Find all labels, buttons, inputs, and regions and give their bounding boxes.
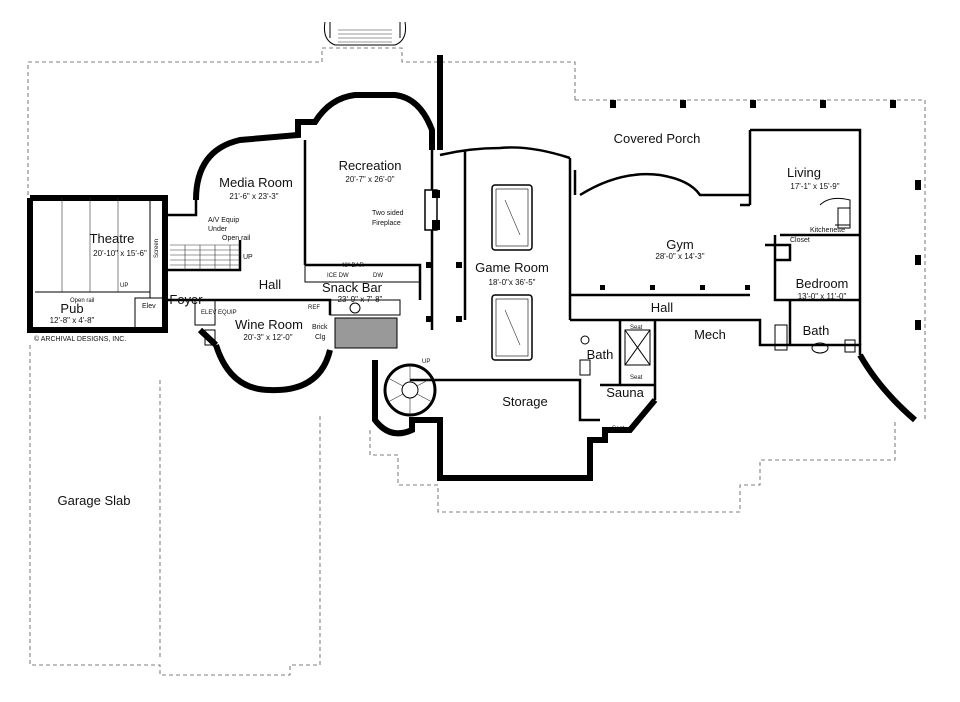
room-recreation: Recreation	[339, 158, 402, 173]
pool-table-1	[491, 184, 533, 251]
note-open-rail-pub: Open rail	[70, 298, 94, 304]
note-closet: Closet	[790, 237, 810, 244]
pool-table-2	[491, 294, 533, 361]
room-living-dims: 17'-1" x 15'-9"	[790, 182, 839, 191]
room-theatre-dims: 20'-10" x 15'-6"	[93, 249, 147, 258]
brick-ceiling	[334, 317, 398, 349]
room-snack-bar-dims: 23'-9" x 7'-8"	[338, 295, 383, 304]
room-media: Media Room	[219, 175, 293, 190]
room-game-dims: 18'-0"x 36'-5"	[489, 278, 536, 287]
note-up-pub: UP	[120, 283, 128, 289]
pub-elevator	[134, 297, 216, 346]
note-av-equip: A/V Equip	[208, 217, 239, 224]
room-bedroom-dims: 13'-0" x 11'-0"	[798, 292, 847, 301]
room-sauna: Sauna	[606, 385, 644, 400]
room-pub-dims: 12'-8" x 4'-8"	[50, 316, 95, 325]
spiral-stair	[383, 363, 437, 417]
room-game: Game Room	[475, 260, 549, 275]
room-theatre: Theatre	[90, 231, 135, 246]
copyright-text: © ARCHIVAL DESIGNS, INC.	[34, 335, 126, 343]
note-elev: Elev	[142, 303, 156, 310]
room-foyer: Foyer	[169, 292, 203, 307]
note-two-sided: Two sided	[372, 210, 404, 217]
note-seat-2: Seat	[630, 375, 643, 381]
wine-room-curve	[213, 344, 333, 394]
exterior-walls	[27, 55, 917, 481]
columns	[426, 100, 921, 330]
room-gym-dims: 28'-0" x 14'-3"	[655, 252, 704, 261]
room-bath-west: Bath	[587, 347, 614, 362]
pool-tables	[491, 184, 533, 361]
room-recreation-dims: 20'-7" x 26'-0"	[345, 175, 394, 184]
interior-walls	[163, 128, 862, 422]
room-hall-west: Hall	[259, 277, 282, 292]
room-covered-porch: Covered Porch	[614, 131, 701, 146]
note-screen: Screen	[154, 239, 160, 258]
labels: Theatre 20'-10" x 15'-6" Pub 12'-8" x 4'…	[34, 131, 848, 508]
east-angled-wall	[857, 353, 917, 423]
note-kitchenette: Kitchenette	[810, 227, 845, 234]
note-clg: Clg	[315, 334, 326, 341]
dashed-outlines	[27, 47, 926, 676]
upper-terrace-outline	[27, 47, 576, 195]
note-elev-equip: ELEV EQUIP	[201, 310, 237, 316]
note-bar-fixtures: ICE DW	[327, 273, 349, 279]
note-bar-48: 48" BAR	[341, 263, 364, 269]
room-bath-east: Bath	[803, 323, 830, 338]
room-mech: Mech	[694, 327, 726, 342]
note-brick: Brick	[312, 324, 328, 331]
lower-terrace-outline	[369, 420, 896, 513]
room-bedroom: Bedroom	[796, 276, 849, 291]
room-storage: Storage	[502, 394, 548, 409]
room-garage-slab: Garage Slab	[58, 493, 131, 508]
note-seat-3: Seat	[612, 426, 625, 432]
theatre-seating	[35, 198, 151, 298]
room-pub: Pub	[60, 301, 83, 316]
two-sided-fireplace	[424, 189, 440, 231]
covered-porch-outline	[575, 99, 926, 420]
note-open-rail-media: Open rail	[222, 235, 251, 242]
note-bar-dw: DW	[373, 273, 383, 279]
fixtures	[579, 197, 856, 376]
entry-steps	[324, 21, 406, 46]
garage-slab-outline	[29, 345, 321, 676]
storage-bottom-wall	[372, 360, 658, 481]
game-room-top-wall	[439, 146, 571, 160]
media-recreation-wall	[193, 92, 435, 201]
room-living: Living	[787, 165, 821, 180]
room-snack-bar: Snack Bar	[322, 280, 383, 295]
room-media-dims: 21'-6" x 23'-3"	[229, 192, 278, 201]
note-under: Under	[208, 226, 228, 233]
room-wine: Wine Room	[235, 317, 303, 332]
media-stair	[170, 244, 240, 270]
note-fireplace: Fireplace	[372, 220, 401, 227]
note-seat-1: Seat	[630, 325, 643, 331]
room-wine-dims: 20'-3" x 12'-0"	[243, 333, 292, 342]
snack-bar-counter	[304, 264, 421, 349]
note-ref: REF	[308, 305, 320, 311]
room-gym: Gym	[666, 237, 693, 252]
note-up-media: UP	[243, 254, 253, 261]
note-up-stair: UP	[422, 359, 430, 365]
theatre-wall	[27, 195, 168, 333]
room-hall-east: Hall	[651, 300, 674, 315]
